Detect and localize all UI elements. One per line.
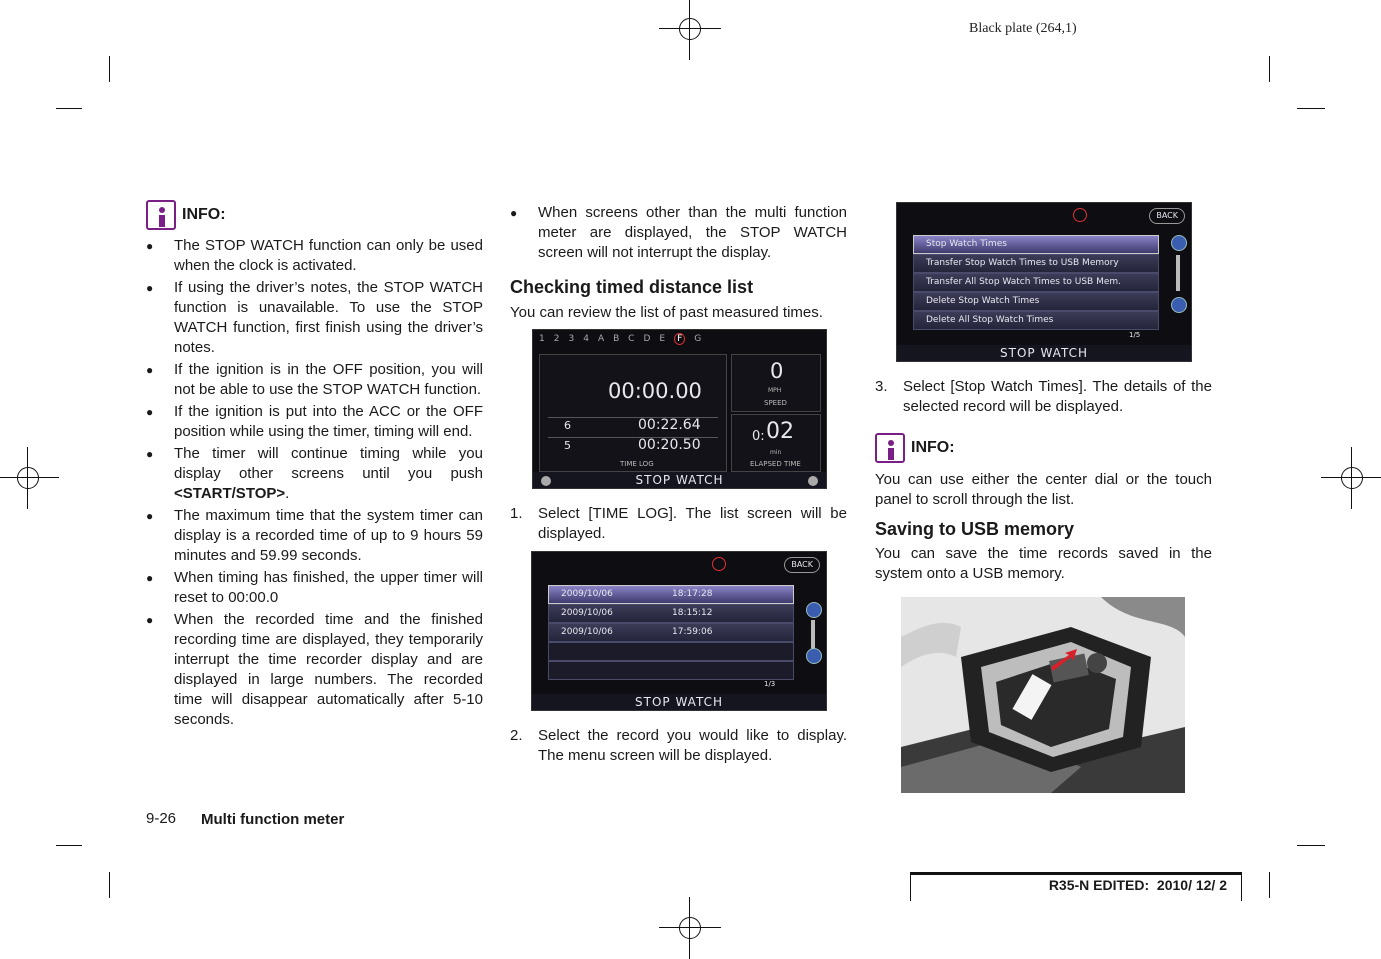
column-1: INFO: ●The STOP WATCH function can only … (146, 200, 483, 732)
menu-item-delete[interactable]: Delete Stop Watch Times (913, 292, 1159, 311)
scrollbar[interactable] (811, 620, 815, 650)
list-item: ●If using the driver’s notes, the STOP W… (146, 279, 483, 356)
crop-mark (56, 845, 82, 846)
info-icon (875, 433, 905, 463)
intro-text: You can review the list of past measured… (510, 304, 823, 321)
list-item: ●When screens other than the multi funct… (510, 204, 847, 261)
scroll-up-button[interactable] (806, 602, 822, 618)
main-time: 00:00.00 (608, 379, 702, 403)
registration-mark-top (659, 0, 721, 60)
stopwatch-menu-screen: BACK Stop Watch Times Transfer Stop Watc… (896, 202, 1192, 362)
registration-mark-bottom (659, 897, 721, 959)
step-2: 2.Select the record you would like to di… (510, 727, 847, 764)
screen-title: STOP WATCH (897, 345, 1191, 361)
left-arrow-icon (541, 476, 551, 486)
crop-mark (1297, 845, 1325, 846)
scroll-down-button[interactable] (806, 648, 822, 664)
speed-panel: 0 MPH SPEED (731, 354, 821, 412)
step-3: 3.Select [Stop Watch Times]. The details… (875, 378, 1212, 415)
screen-title: STOP WATCH (532, 694, 826, 710)
registration-mark-left (0, 447, 59, 509)
edited-box: R35-N EDITED: 2010/ 12/ 2 (910, 872, 1242, 901)
crop-mark (109, 56, 110, 82)
scrollbar[interactable] (1176, 255, 1180, 291)
start-stop-label: <START/STOP> (174, 485, 286, 502)
usb-text: You can save the time records saved in t… (875, 545, 1212, 582)
screen-title: STOP WATCH (533, 472, 826, 488)
registration-mark-right (1321, 447, 1381, 509)
active-indicator-icon (1073, 208, 1087, 222)
right-arrow-icon (808, 476, 818, 486)
crop-mark (1297, 108, 1325, 109)
plate-label: Black plate (264,1) (969, 21, 1077, 36)
list-item: ●When the recorded time and the finished… (146, 611, 483, 728)
info-text: You can use either the center dial or th… (875, 471, 1212, 508)
section-heading-timed-list: Checking timed distance list (510, 277, 754, 297)
menu-item-stop-watch-times[interactable]: Stop Watch Times (913, 235, 1159, 254)
elapsed-panel: 0: 02 min ELAPSED TIME (731, 414, 821, 472)
info-heading-2: INFO: (875, 433, 955, 463)
info-label: INFO: (182, 206, 226, 223)
scroll-down-button[interactable] (1171, 297, 1187, 313)
timer-panel: 00:00.00 6 00:22.64 5 00:20.50 TIME LOG (539, 354, 727, 472)
active-indicator-icon (712, 557, 726, 571)
list-item: ●The timer will continue timing while yo… (146, 445, 483, 502)
back-button[interactable]: BACK (1149, 208, 1185, 224)
info-icon (146, 200, 176, 230)
info-heading: INFO: (146, 200, 483, 230)
usb-port-photo (901, 597, 1185, 793)
back-button[interactable]: BACK (784, 557, 820, 573)
crop-mark (56, 108, 82, 109)
step-1: 1.Select [TIME LOG]. The list screen wil… (510, 505, 847, 542)
list-item: ●The maximum time that the system timer … (146, 507, 483, 564)
column-2-top: ●When screens other than the multi funct… (510, 203, 847, 265)
tab-active: F (674, 333, 686, 345)
edited-label: R35-N EDITED: 2010/ 12/ 2 (1048, 877, 1227, 893)
menu-item-delete-all[interactable]: Delete All Stop Watch Times (913, 311, 1159, 330)
list-item: ●If the ignition is put into the ACC or … (146, 403, 483, 440)
section-heading-usb: Saving to USB memory (875, 519, 1075, 539)
scroll-up-button[interactable] (1171, 235, 1187, 251)
log-row-empty (548, 661, 794, 680)
info-label: INFO: (911, 439, 955, 456)
menu-item-transfer-all-to-usb[interactable]: Transfer All Stop Watch Times to USB Mem… (913, 273, 1159, 292)
list-item: ●When timing has finished, the upper tim… (146, 569, 483, 606)
crop-mark (1269, 56, 1270, 82)
page-number: 9-26 (146, 810, 177, 827)
menu-item-transfer-to-usb[interactable]: Transfer Stop Watch Times to USB Memory (913, 254, 1159, 273)
crop-mark (1269, 872, 1270, 898)
section-title: Multi function meter (201, 811, 345, 828)
list-item: ●If the ignition is in the OFF position,… (146, 361, 483, 398)
log-row-empty (548, 642, 794, 661)
crop-mark (109, 872, 110, 898)
list-item: ●The STOP WATCH function can only be use… (146, 237, 483, 274)
